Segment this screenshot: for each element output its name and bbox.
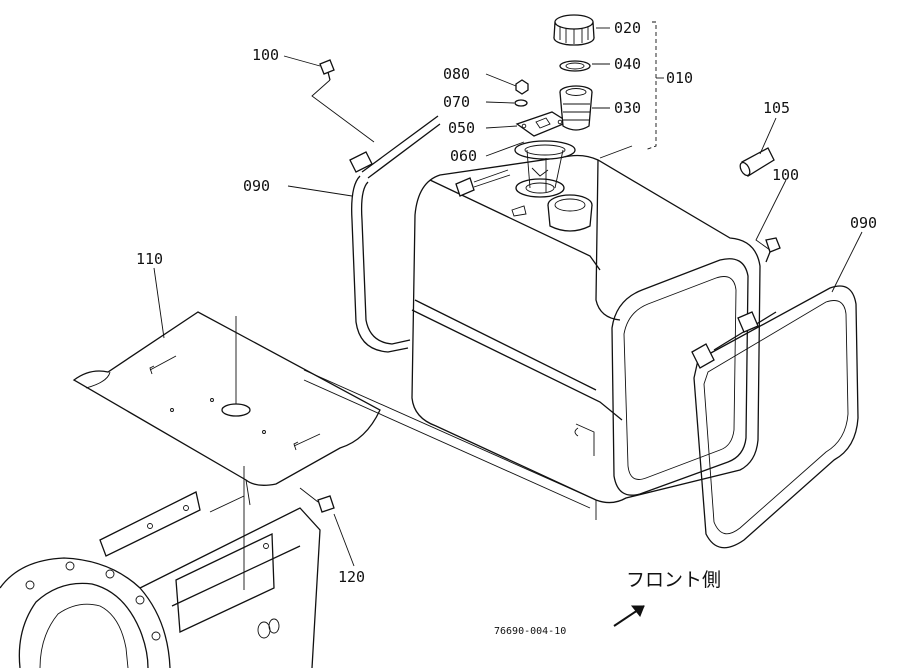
gauge-plate	[515, 111, 570, 137]
front-arrow-icon	[613, 605, 645, 627]
sender-unit	[511, 140, 576, 217]
bolt-100-right	[765, 237, 781, 263]
nut-080	[515, 79, 529, 95]
bolt-100-left	[319, 59, 335, 81]
drawing-number: 76690-004-10	[494, 626, 566, 637]
label-090-left: 090	[243, 177, 270, 195]
label-030: 030	[614, 99, 641, 117]
bolt-120	[299, 487, 335, 513]
fuel-tank	[411, 145, 761, 520]
gasket-040	[559, 60, 591, 72]
undercover-plate-110	[72, 311, 381, 506]
transmission-housing	[0, 466, 321, 668]
label-100-left: 100	[252, 46, 279, 64]
label-100-right: 100	[772, 166, 799, 184]
alignment-lines	[303, 369, 597, 509]
rubber-cushion-105	[739, 147, 775, 177]
tank-band-right	[691, 285, 859, 549]
label-110: 110	[136, 250, 163, 268]
label-010: 010	[666, 69, 693, 87]
label-120: 120	[338, 568, 365, 586]
label-090-right: 090	[850, 214, 877, 232]
connector-060	[455, 169, 511, 197]
label-050: 050	[448, 119, 475, 137]
cap-020	[553, 14, 595, 46]
label-070: 070	[443, 93, 470, 111]
label-080: 080	[443, 65, 470, 83]
group-010-bracket	[644, 21, 657, 151]
tank-band-left	[349, 115, 441, 353]
front-side-label: フロント側	[626, 569, 721, 591]
strainer-030	[559, 85, 593, 131]
label-040: 040	[614, 55, 641, 73]
label-105: 105	[763, 99, 790, 117]
filler-neck	[547, 194, 593, 232]
label-020: 020	[614, 19, 641, 37]
leader-lines	[153, 27, 863, 567]
label-060: 060	[450, 147, 477, 165]
washer-070	[514, 99, 528, 107]
